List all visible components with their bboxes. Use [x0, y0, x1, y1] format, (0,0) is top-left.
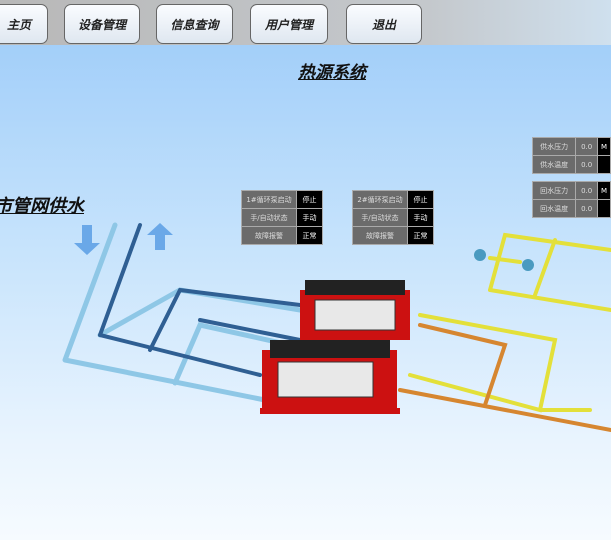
- arrow-up-icon: [147, 223, 173, 250]
- nav-info-query-button[interactable]: 信息查询: [156, 4, 233, 44]
- pump1-status-table: 1#循环泵启动停止 手/自动状态手动 故障报警正常: [241, 190, 323, 245]
- hot-pipe: [408, 232, 611, 413]
- arrow-down-icon: [74, 225, 100, 255]
- pump2-status-table: 2#循环泵启动停止 手/自动状态手动 故障报警正常: [352, 190, 434, 245]
- nav-exit-button[interactable]: 退出: [346, 4, 422, 44]
- supply-pipe: [62, 222, 303, 403]
- top-nav-bar: 主页 设备管理 信息查询 用户管理 退出: [0, 0, 611, 45]
- pump-unit-2: [260, 340, 400, 414]
- nav-user-management-button[interactable]: 用户管理: [250, 4, 328, 44]
- flow-arrows: [74, 223, 173, 255]
- valves: [474, 249, 534, 271]
- nav-device-management-button[interactable]: 设备管理: [64, 4, 140, 44]
- orange-pipe: [398, 323, 611, 432]
- nav-home-button[interactable]: 主页: [0, 4, 48, 44]
- return-pipe: [98, 223, 302, 377]
- page-title: 热源系统: [298, 63, 366, 83]
- municipal-supply-label: 市管网供水: [0, 196, 84, 217]
- pump-unit-1: [300, 280, 410, 340]
